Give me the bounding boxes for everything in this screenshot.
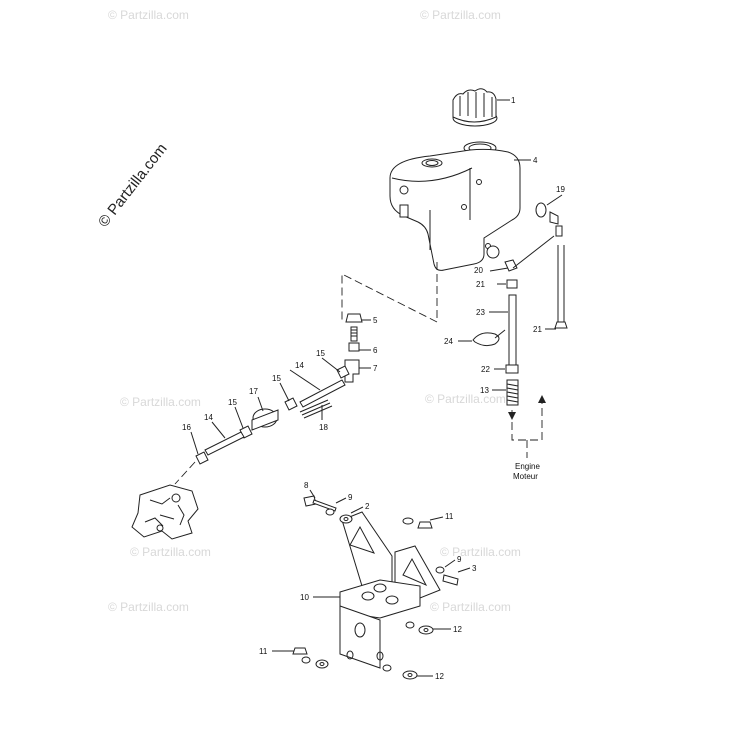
callout-18: 18 bbox=[319, 423, 328, 432]
callout-labels: 1 4 19 20 21 23 21 24 22 13 5 6 7 15 14 … bbox=[182, 96, 565, 681]
fittings-19-20 bbox=[486, 194, 563, 272]
callout-4: 4 bbox=[533, 156, 538, 165]
callout-3: 3 bbox=[472, 564, 477, 573]
callout-11-lower: 11 bbox=[259, 647, 268, 656]
watermark-faded: © Partzilla.com bbox=[440, 545, 521, 559]
watermark-faded: © Partzilla.com bbox=[420, 8, 501, 22]
callout-23: 23 bbox=[476, 308, 485, 317]
callout-14-lower: 14 bbox=[204, 413, 213, 422]
oil-hose bbox=[489, 279, 519, 406]
callout-20: 20 bbox=[474, 266, 483, 275]
callout-13: 13 bbox=[480, 386, 489, 395]
watermark-faded: © Partzilla.com bbox=[108, 8, 189, 22]
clip-24 bbox=[458, 329, 506, 347]
callout-21-right: 21 bbox=[533, 325, 542, 334]
callout-10: 10 bbox=[300, 593, 309, 602]
callout-6: 6 bbox=[373, 346, 378, 355]
callout-15-lower: 15 bbox=[228, 398, 237, 407]
callout-8: 8 bbox=[304, 481, 309, 490]
carburetor bbox=[131, 484, 199, 540]
callout-19: 19 bbox=[556, 185, 565, 194]
callout-17: 17 bbox=[249, 387, 258, 396]
callout-12-lower: 12 bbox=[435, 672, 444, 681]
fasteners bbox=[272, 489, 471, 680]
callout-14-upper: 14 bbox=[295, 361, 304, 370]
oil-tank bbox=[389, 141, 531, 271]
callout-11-upper: 11 bbox=[445, 512, 454, 521]
callout-22: 22 bbox=[481, 365, 490, 374]
watermark-faded: © Partzilla.com bbox=[430, 600, 511, 614]
callout-9-right: 9 bbox=[457, 555, 462, 564]
watermark-faded: © Partzilla.com bbox=[120, 395, 201, 409]
vent-tube bbox=[545, 245, 568, 330]
callout-7: 7 bbox=[373, 364, 378, 373]
engine-label-en: Engine bbox=[515, 462, 540, 471]
fuel-line-assembly bbox=[174, 357, 350, 485]
callout-15-upper: 15 bbox=[316, 349, 325, 358]
callout-21-upper: 21 bbox=[476, 280, 485, 289]
watermark-faded: © Partzilla.com bbox=[108, 600, 189, 614]
callout-16: 16 bbox=[182, 423, 191, 432]
callout-12-upper: 12 bbox=[453, 625, 462, 634]
dashed-leader-engine bbox=[511, 400, 543, 458]
engine-label-fr: Moteur bbox=[513, 472, 538, 481]
watermark-faded: © Partzilla.com bbox=[130, 545, 211, 559]
watermark-faded: © Partzilla.com bbox=[425, 392, 506, 406]
mounting-bracket bbox=[313, 511, 441, 669]
callout-2: 2 bbox=[365, 502, 370, 511]
callout-5: 5 bbox=[373, 316, 378, 325]
fittings-5-6-7 bbox=[344, 313, 371, 383]
callout-24: 24 bbox=[444, 337, 453, 346]
dashed-leader-tank bbox=[341, 262, 438, 323]
callout-9-upper: 9 bbox=[348, 493, 353, 502]
tank-cap bbox=[452, 88, 510, 127]
callout-15-middle: 15 bbox=[272, 374, 281, 383]
callout-1: 1 bbox=[511, 96, 516, 105]
